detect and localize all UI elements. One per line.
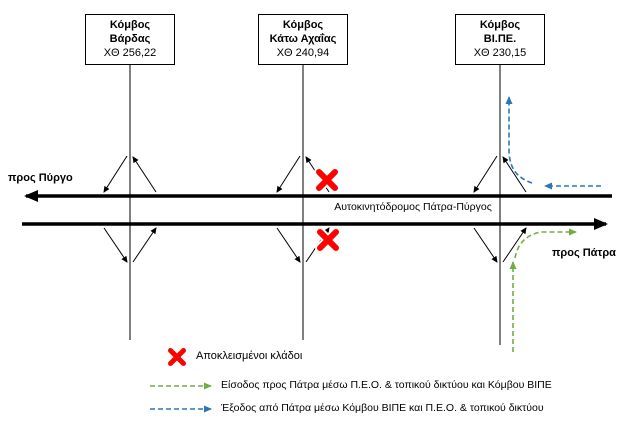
ramp-vipe-bottom-left (473, 227, 498, 263)
junction-label: Κόμβος (109, 19, 151, 31)
junction-label: Κόμβος (479, 19, 521, 31)
legend-closed-cross (168, 348, 186, 366)
junction-name: ΒΙ.ΠΕ. (483, 33, 517, 45)
direction-label-patra: προς Πάτρα (552, 247, 616, 259)
ramp-vardas-bottom-left (103, 227, 128, 263)
closed-cross-bottom (315, 227, 341, 253)
green-entry-route-carriageway (514, 228, 577, 259)
junction-box-kato-achaias: Κόμβος Κάτω Αχαΐας ΧΘ 240,94 (258, 14, 348, 65)
green-entry-route (509, 228, 577, 352)
direction-label-pyrgos: προς Πύργο (8, 172, 73, 184)
ramp-kato-bottom-left (276, 227, 301, 263)
junction-box-vardas: Κόμβος Βάρδας ΧΘ 256,22 (85, 14, 175, 65)
blue-exit-route (505, 96, 601, 190)
closed-cross-top (314, 167, 340, 193)
blue-exit-route-ramp (505, 96, 533, 184)
ramp-vardas-bottom-right (132, 227, 157, 263)
junction-chainage: ΧΘ 240,94 (276, 47, 330, 59)
ramp-vipe-top-right (502, 156, 527, 193)
motorway-name-label: Αυτοκινητόδρομος Πάτρα-Πύργος (334, 201, 492, 213)
junction-chainage: ΧΘ 256,22 (103, 47, 157, 59)
ramp-vardas-top-right (132, 156, 157, 193)
ramp-vipe-top-left (473, 155, 498, 193)
legend-item-exit-label: Έξοδος από Πάτρα μέσω Κόμβου ΒΙΠΕ και Π.… (221, 402, 544, 414)
legend-item-entry-label: Είσοδος προς Πάτρα μέσω Π.Ε.Ο. & τοπικού… (221, 379, 552, 391)
junction-box-vipe: Κόμβος ΒΙ.ΠΕ. ΧΘ 230,15 (455, 14, 545, 65)
legend-item-closed-label: Αποκλεισμένοι κλάδοι (196, 350, 303, 362)
ramp-vipe-bottom-right (502, 227, 527, 263)
junction-name: Βάρδας (109, 33, 151, 45)
ramp-kato-top-left (276, 155, 301, 193)
junction-chainage: ΧΘ 230,15 (473, 47, 527, 59)
ramp-vardas-top-left (103, 155, 128, 193)
ramps-vardas (103, 155, 157, 263)
junction-name: Κάτω Αχαΐας (269, 33, 337, 45)
junction-label: Κόμβος (282, 19, 324, 31)
ramps-vipe (473, 155, 527, 263)
